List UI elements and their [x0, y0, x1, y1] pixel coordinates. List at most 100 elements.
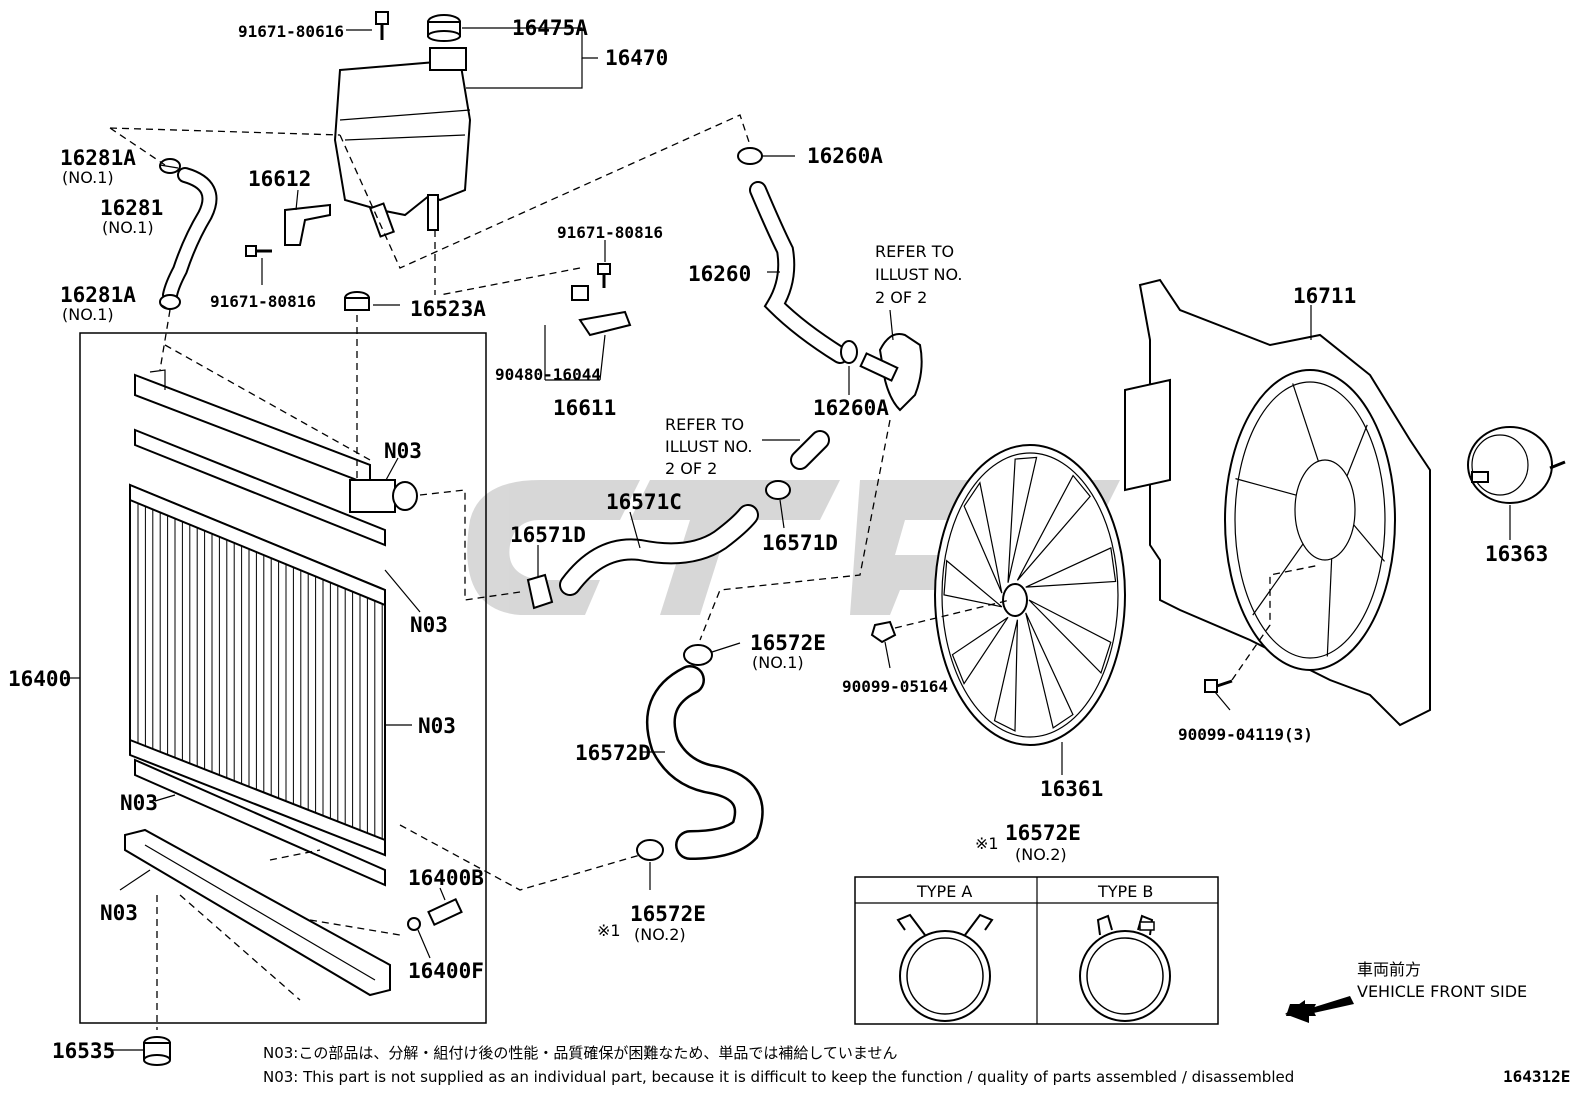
radiator-core — [129, 483, 386, 857]
upper-gasket — [134, 428, 386, 547]
clamp-16260A-top — [737, 147, 763, 165]
label-star1-b: ※1 — [975, 834, 999, 853]
reservoir-cap-16475A — [427, 14, 461, 42]
clamp-16281A-bottom — [159, 294, 181, 310]
label-16535: 16535 — [52, 1039, 115, 1063]
label-no1-d: (NO.1) — [752, 653, 804, 672]
direction-label-jp: 車両前方 — [1357, 960, 1421, 979]
hose-16281 — [162, 167, 218, 303]
radiator-inlet-pipe — [349, 479, 418, 513]
o-ring-16400F — [407, 917, 421, 931]
direction-label-en: VEHICLE FRONT SIDE — [1357, 982, 1527, 1001]
svg-text:ILLUST NO.: ILLUST NO. — [665, 437, 752, 456]
label-16571D-right: 16571D — [762, 531, 838, 555]
label-16281: 16281 — [100, 196, 163, 220]
svg-text:2 OF 2: 2 OF 2 — [665, 459, 717, 478]
label-no2-a: (NO.2) — [634, 925, 686, 944]
type-b-label: TYPE B — [1097, 882, 1153, 901]
clamp-16572E-no2 — [636, 839, 664, 861]
radiator-upper-tank — [134, 369, 371, 487]
vehicle-front-arrow-icon — [1285, 996, 1354, 1023]
note-en: N03: This part is not supplied as an ind… — [263, 1068, 1294, 1086]
note-jp: N03:この部品は、分解・組付け後の性能・品質確保が困難なため、単品では補給して… — [263, 1044, 897, 1062]
clamp-16572E-no1 — [683, 644, 713, 666]
cap-16523A — [344, 291, 370, 311]
label-16363: 16363 — [1485, 542, 1548, 566]
hose-16571C — [559, 504, 759, 596]
radiator-lower-tank — [124, 828, 391, 997]
fan-shroud-16711 — [1124, 278, 1431, 727]
clamp-16281A-top — [159, 158, 181, 174]
part-labels: 91671-80616 16475A 16470 16281A (NO.1) 1… — [8, 16, 1570, 1086]
label-16361: 16361 — [1040, 777, 1103, 801]
label-91671-80616: 91671-80616 — [238, 22, 344, 41]
label-16260A-bottom: 16260A — [813, 396, 889, 420]
cap-16535 — [143, 1036, 171, 1066]
label-16612: 16612 — [248, 167, 311, 191]
svg-text:REFER TO: REFER TO — [875, 242, 954, 261]
drain-plug-16400B — [427, 897, 463, 927]
connection-lines — [109, 114, 1321, 1030]
label-n03-b: N03 — [410, 613, 448, 637]
label-no1-a: (NO.1) — [62, 168, 114, 187]
hose-16572D — [645, 665, 764, 860]
clamp-16260A-bottom — [840, 340, 858, 364]
label-16572E-box: 16572E — [1005, 821, 1081, 845]
figure-id: 164312E — [1503, 1067, 1570, 1086]
label-16281A-bottom: 16281A — [60, 283, 136, 307]
nut-90099-05164 — [870, 620, 897, 644]
label-91671-80816-right: 91671-80816 — [557, 223, 663, 242]
label-16470: 16470 — [605, 46, 668, 70]
clamp-type-box — [854, 876, 1219, 1025]
clamp-type-a-icon — [896, 913, 994, 1022]
fan-motor-16363 — [1467, 426, 1566, 504]
label-n03-c: N03 — [418, 714, 456, 738]
clamp-16571D-left — [526, 573, 554, 610]
label-90480-16044: 90480-16044 — [495, 365, 601, 384]
label-90099-05164: 90099-05164 — [842, 677, 948, 696]
label-16572E-no1: 16572E — [750, 631, 826, 655]
label-16475A: 16475A — [512, 16, 588, 40]
bolt-90099-04119 — [1204, 679, 1233, 693]
lower-gasket — [134, 758, 386, 887]
label-no1-c: (NO.1) — [62, 305, 114, 324]
refer-note-right: REFER TO ILLUST NO. 2 OF 2 — [875, 242, 962, 307]
refer-note-left: REFER TO ILLUST NO. 2 OF 2 — [665, 415, 752, 478]
hose-16260 — [749, 181, 849, 364]
hose-end-ref — [790, 430, 830, 470]
label-16572D: 16572D — [575, 741, 651, 765]
svg-text:REFER TO: REFER TO — [665, 415, 744, 434]
label-16260: 16260 — [688, 262, 751, 286]
label-16571C: 16571C — [606, 490, 682, 514]
bolt-91671-80616 — [375, 11, 389, 40]
label-n03-a: N03 — [384, 439, 422, 463]
label-16572E-no2: 16572E — [630, 902, 706, 926]
clamp-type-b-icon — [1079, 914, 1171, 1022]
reservoir-tank — [333, 47, 472, 238]
label-star1-a: ※1 — [597, 921, 621, 940]
leader-lines — [64, 27, 1511, 1051]
clamp-16571D-right — [765, 480, 791, 500]
label-16281A-top: 16281A — [60, 146, 136, 170]
label-no2-b: (NO.2) — [1015, 845, 1067, 864]
type-a-label: TYPE A — [916, 882, 972, 901]
label-90099-04119: 90099-04119(3) — [1178, 725, 1313, 744]
label-16611: 16611 — [553, 396, 616, 420]
label-16400: 16400 — [8, 667, 71, 691]
label-16711: 16711 — [1293, 284, 1356, 308]
bracket-16612 — [284, 203, 331, 246]
label-91671-80816-left: 91671-80816 — [210, 292, 316, 311]
svg-text:2 OF 2: 2 OF 2 — [875, 288, 927, 307]
label-16260A-top: 16260A — [807, 144, 883, 168]
label-n03-e: N03 — [100, 901, 138, 925]
label-16571D-left: 16571D — [510, 523, 586, 547]
label-no1-b: (NO.1) — [102, 218, 154, 237]
label-16400B: 16400B — [408, 866, 484, 890]
label-16523A: 16523A — [410, 297, 486, 321]
bolt-91671-80816-left — [245, 245, 272, 257]
label-16400F: 16400F — [408, 959, 484, 983]
svg-text:ILLUST NO.: ILLUST NO. — [875, 265, 962, 284]
bracket-16611 — [571, 263, 632, 337]
cooling-fan-16361 — [934, 444, 1126, 746]
